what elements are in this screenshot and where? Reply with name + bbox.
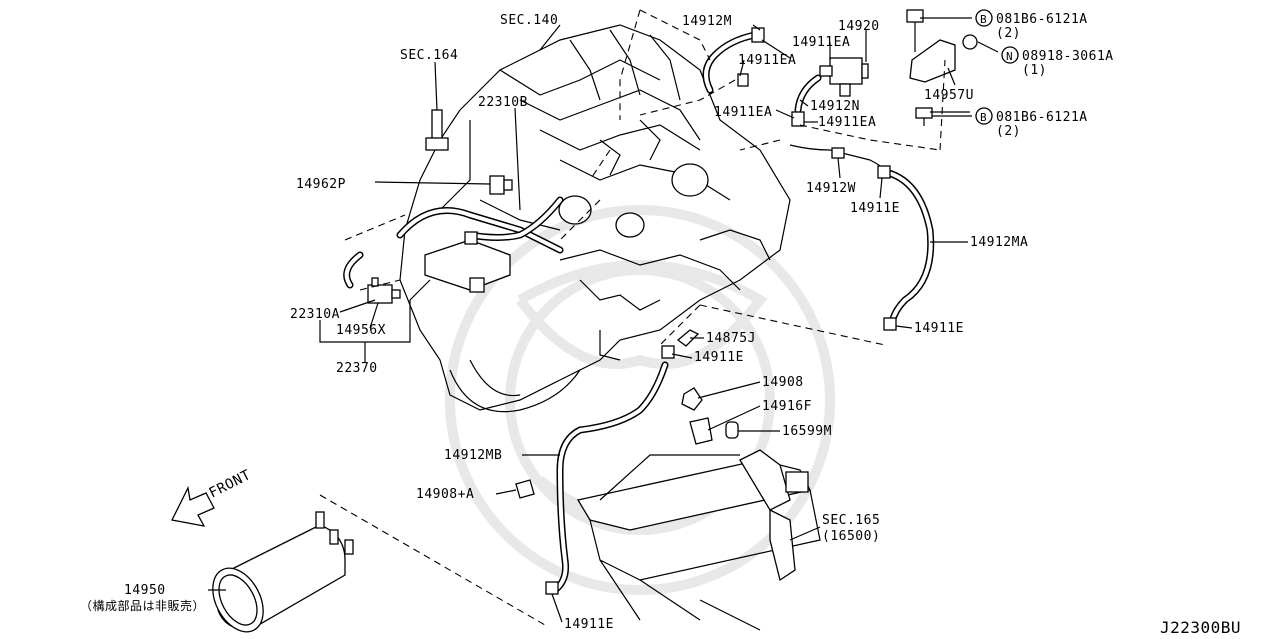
- hose-14912N: [791, 74, 822, 127]
- label-14911EA-3[interactable]: 14911EA: [714, 105, 772, 120]
- solenoid-14956X: [367, 277, 401, 304]
- front-direction-arrow: [171, 485, 215, 527]
- cap-16599M: [725, 421, 739, 439]
- label-sec140[interactable]: SEC.140: [500, 13, 558, 28]
- label-22370[interactable]: 22370: [336, 361, 378, 376]
- label-14950[interactable]: 14950: [124, 583, 166, 598]
- bolt-marker-1-letter: B: [980, 13, 987, 26]
- label-14911E-1[interactable]: 14911E: [850, 201, 900, 216]
- fuel-tank-sec165: [576, 449, 821, 631]
- clip-14962P: [489, 175, 513, 195]
- label-14920[interactable]: 14920: [838, 19, 880, 34]
- diagram-id: J22300BU: [1160, 618, 1241, 637]
- canister-14950: [212, 511, 354, 633]
- label-14956X[interactable]: 14956X: [336, 323, 386, 338]
- vacuum-tube-22310B: [343, 196, 564, 289]
- label-14950-note: （構成部品は非販売）: [80, 598, 205, 613]
- label-bolt-qty-2: (2): [996, 124, 1021, 139]
- nut-marker-letter: N: [1006, 50, 1013, 63]
- label-14916F[interactable]: 14916F: [762, 399, 812, 414]
- bolt-marker-2-letter: B: [980, 111, 987, 124]
- label-14911EA-4[interactable]: 14911EA: [818, 115, 876, 130]
- label-14875J[interactable]: 14875J: [706, 331, 756, 346]
- label-14912W[interactable]: 14912W: [806, 181, 856, 196]
- label-14911E-4[interactable]: 14911E: [564, 617, 614, 632]
- nut-marker: [1001, 46, 1019, 64]
- label-14908A[interactable]: 14908+A: [416, 487, 474, 502]
- sensor-sec164: [425, 109, 449, 151]
- label-nut-qty: (1): [1022, 63, 1047, 78]
- leader-lines: [208, 17, 999, 623]
- label-sec165-sub: (16500): [822, 529, 880, 544]
- label-14962P[interactable]: 14962P: [296, 177, 346, 192]
- label-nut-08918-3061A[interactable]: 08918-3061A: [1022, 49, 1114, 64]
- bolt-marker-2: [975, 107, 993, 125]
- bracket-14957U: [906, 9, 978, 126]
- label-16599M[interactable]: 16599M: [782, 424, 832, 439]
- hose-14912M: [702, 31, 759, 94]
- label-bolt-081B6-6121A-1[interactable]: 081B6-6121A: [996, 12, 1088, 27]
- label-14957U[interactable]: 14957U: [924, 88, 974, 103]
- bracket-14916F: [689, 417, 713, 445]
- label-14911E-3[interactable]: 14911E: [694, 350, 744, 365]
- label-22310B[interactable]: 22310B: [478, 95, 528, 110]
- clamp-14911EA-top: [737, 27, 765, 87]
- label-bolt-qty-1: (2): [996, 26, 1021, 41]
- label-14911E-2[interactable]: 14911E: [914, 321, 964, 336]
- clip-14908: [681, 387, 703, 411]
- hose-14912W: [789, 144, 886, 171]
- label-14912MB[interactable]: 14912MB: [444, 448, 502, 463]
- label-sec164[interactable]: SEC.164: [400, 48, 458, 63]
- label-bolt-081B6-6121A-2[interactable]: 081B6-6121A: [996, 110, 1088, 125]
- valve-14920: [819, 57, 869, 97]
- label-14908[interactable]: 14908: [762, 375, 804, 390]
- label-14912MA[interactable]: 14912MA: [970, 235, 1028, 250]
- label-14912N[interactable]: 14912N: [810, 99, 860, 114]
- front-label: FRONT: [207, 467, 254, 502]
- hose-14912MB: [545, 361, 669, 595]
- reference-dashed-lines: [319, 9, 946, 626]
- label-14911EA-2[interactable]: 14911EA: [738, 53, 796, 68]
- fastener-callouts: B 081B6-6121A (2) N 08918-3061A (1) B 08…: [975, 9, 1114, 139]
- clip-14908A: [515, 479, 535, 499]
- bracket-22370: [424, 231, 511, 293]
- label-sec165[interactable]: SEC.165: [822, 513, 880, 528]
- engine-assembly: [399, 24, 791, 413]
- label-14912M[interactable]: 14912M: [682, 14, 732, 29]
- hose-14912MA: [877, 165, 935, 331]
- connector-14875J: [661, 329, 700, 359]
- label-14911EA-1[interactable]: 14911EA: [792, 35, 850, 50]
- label-22310A[interactable]: 22310A: [290, 307, 340, 322]
- bolt-marker-1: [975, 9, 993, 27]
- part-labels: SEC.140 SEC.164 22310B 14962P 22310A 149…: [80, 13, 1028, 632]
